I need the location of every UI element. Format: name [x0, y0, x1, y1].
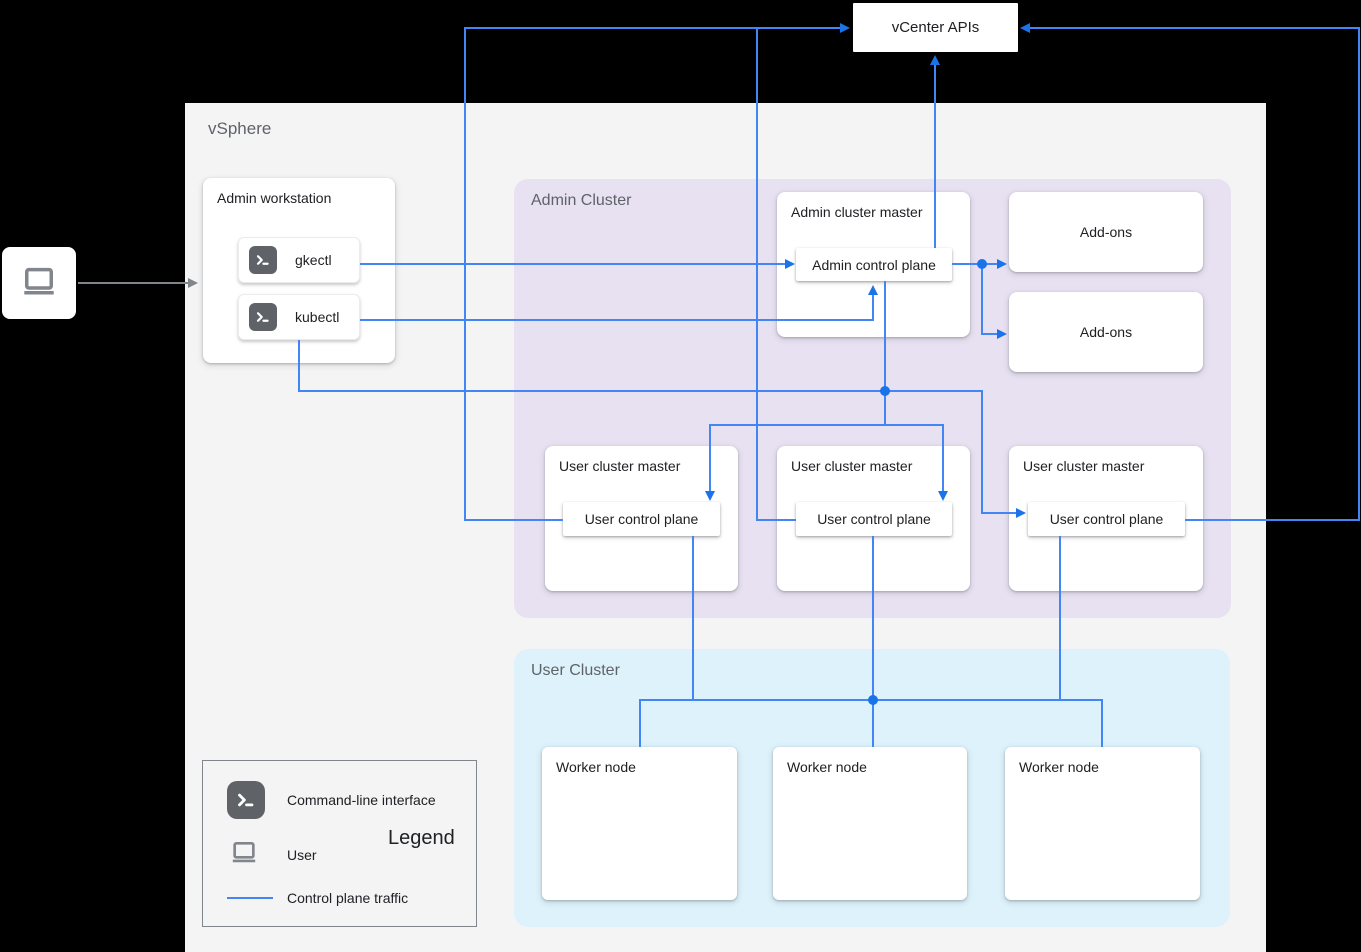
user-cluster-label: User Cluster	[531, 662, 620, 679]
worker-node-card-3: Worker node	[1005, 747, 1200, 900]
user-cluster-master-title: User cluster master	[1023, 458, 1145, 474]
user-cluster-container: User Cluster Worker node Worker node Wor…	[514, 649, 1230, 927]
vcenter-apis-box: vCenter APIs	[853, 3, 1018, 52]
legend-item-user: User	[227, 836, 476, 873]
addons-box-2: Add-ons	[1009, 292, 1203, 372]
kubectl-label: kubectl	[295, 309, 340, 325]
admin-workstation-title: Admin workstation	[217, 190, 332, 206]
kubectl-chip: kubectl	[238, 294, 360, 340]
user-control-plane-box-2: User control plane	[796, 502, 952, 536]
admin-cluster-master-title: Admin cluster master	[791, 204, 923, 220]
gkectl-chip: gkectl	[238, 237, 360, 283]
laptop-icon	[18, 260, 60, 307]
terminal-icon	[249, 246, 277, 274]
vsphere-container: vSphere Admin workstation gkectl	[185, 103, 1266, 952]
worker-node-title: Worker node	[1019, 759, 1099, 775]
vsphere-label: vSphere	[208, 119, 272, 138]
worker-node-title: Worker node	[787, 759, 867, 775]
terminal-icon	[249, 303, 277, 331]
admin-control-plane-box: Admin control plane	[796, 248, 952, 281]
legend-cli-label: Command-line interface	[287, 792, 436, 808]
user-control-plane-box-1: User control plane	[563, 502, 720, 536]
user-cluster-master-title: User cluster master	[559, 458, 681, 474]
addons-box-1: Add-ons	[1009, 192, 1203, 272]
gkectl-label: gkectl	[295, 252, 332, 268]
admin-cluster-container: Admin Cluster Admin cluster master Admin…	[514, 179, 1231, 618]
legend-item-traffic: Control plane traffic	[227, 890, 476, 906]
control-plane-line-icon	[227, 897, 273, 899]
admin-cluster-label: Admin Cluster	[531, 192, 632, 209]
terminal-icon	[227, 781, 265, 819]
laptop-icon	[227, 836, 261, 873]
legend-user-label: User	[287, 846, 317, 863]
user-control-plane-box-3: User control plane	[1028, 502, 1185, 536]
user-cluster-master-title: User cluster master	[791, 458, 913, 474]
worker-node-title: Worker node	[556, 759, 636, 775]
legend-box: Command-line interface User Con	[202, 760, 477, 927]
worker-node-card-1: Worker node	[542, 747, 737, 900]
legend-traffic-label: Control plane traffic	[287, 890, 409, 906]
legend-item-cli: Command-line interface	[227, 781, 476, 819]
worker-node-card-2: Worker node	[773, 747, 967, 900]
admin-workstation-card: Admin workstation gkectl kubect	[203, 178, 395, 363]
user-box	[2, 247, 76, 319]
legend-title: Legend	[388, 827, 455, 849]
